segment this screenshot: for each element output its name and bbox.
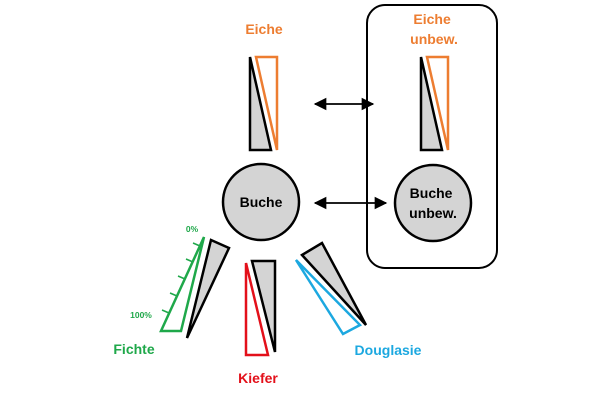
fichte-scale-min-label: 0% <box>186 224 199 234</box>
eiche-unbew-wedge <box>419 55 450 152</box>
fichte-wedge <box>159 236 231 339</box>
buche-circle <box>221 162 301 242</box>
untreated-group-box <box>366 4 498 269</box>
eiche-unbew-label: Eiche unbew. <box>410 11 458 47</box>
eiche-unbew-label-line1: Eiche <box>413 11 451 27</box>
buche-label: Buche <box>240 194 283 210</box>
eiche-unbew-label-line2: unbew. <box>410 31 458 47</box>
eiche-label: Eiche <box>245 21 283 37</box>
buche-unbew-label: Buche unbew. <box>409 185 457 221</box>
kiefer-wedge <box>244 259 277 357</box>
buche-unbew-circle <box>393 163 473 243</box>
fichte-scale-ticks <box>161 242 201 314</box>
buche-unbew-label-line2: unbew. <box>409 205 457 221</box>
fichte-label: Fichte <box>113 341 154 357</box>
kiefer-label: Kiefer <box>238 370 278 386</box>
douglasie-wedge <box>294 241 368 336</box>
douglasie-label: Douglasie <box>355 342 422 358</box>
buche-unbew-label-line1: Buche <box>410 185 453 201</box>
fichte-scale-max-label: 100% <box>130 310 152 320</box>
eiche-wedge <box>248 55 279 152</box>
